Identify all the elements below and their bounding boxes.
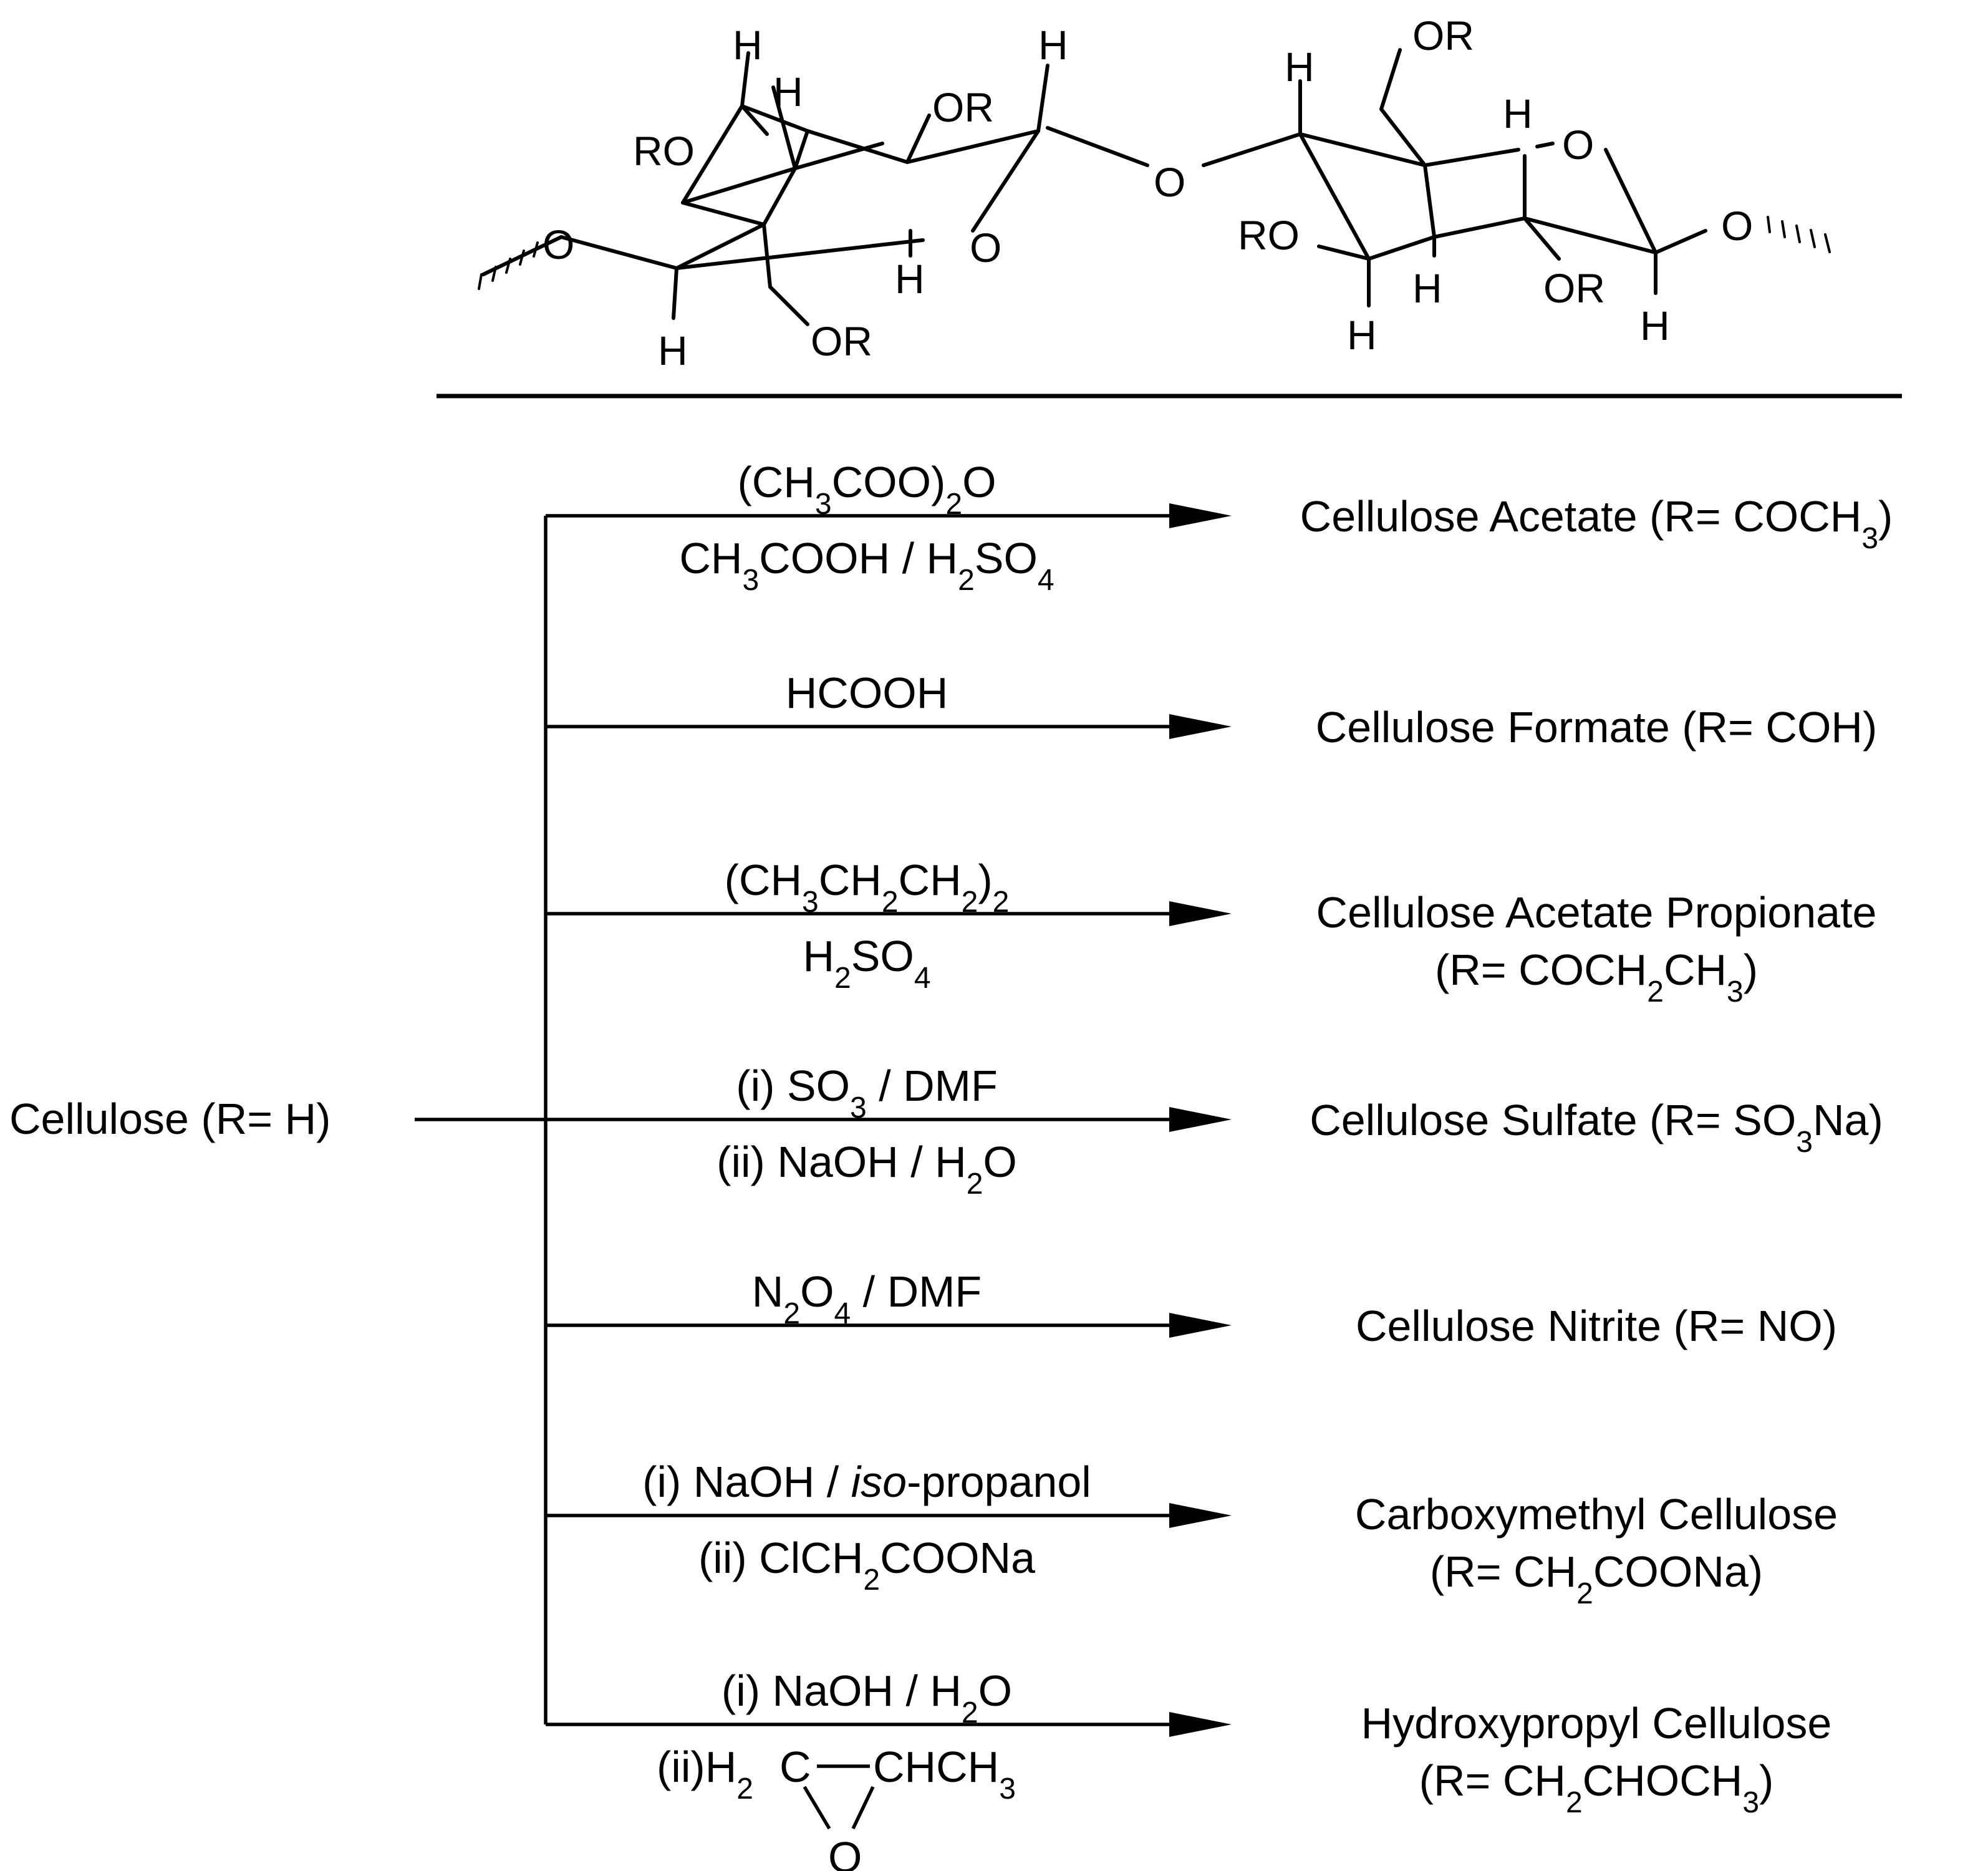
atom-label-or: OR [1543, 265, 1605, 311]
reaction-arrow-head [1169, 1313, 1232, 1338]
atom-label-or: OR [1412, 12, 1474, 59]
epoxide-co-bond [803, 1786, 831, 1830]
reaction-arrow-head [1169, 901, 1232, 926]
product-name: Carboxymethyl Cellulose [1355, 1490, 1838, 1539]
atom-label-o: O [1562, 122, 1594, 168]
reagent-above: (i) NaOH / H2O [721, 1666, 1012, 1729]
atom-label-o: O [543, 221, 574, 268]
product-name: Cellulose Acetate Propionate [1316, 888, 1877, 937]
product-name: Cellulose Acetate (R= COCH3) [1300, 492, 1893, 555]
reagent-above: (CH3CH2CH2)2 [725, 856, 1010, 919]
reaction-row: HCOOH Cellulose Formate (R= COH) [546, 669, 1877, 752]
atom-label-or: OR [811, 318, 872, 364]
atom-label-h: H [658, 327, 688, 374]
atom-label-ro: RO [633, 128, 695, 174]
product-name: Hydroxypropyl Cellulose [1361, 1699, 1832, 1748]
reaction-arrow-head [1169, 1107, 1232, 1132]
reagent-above: (i) SO3 / DMF [736, 1061, 997, 1124]
reaction-row: (i) SO3 / DMF (ii) NaOH / H2O Cellulose Su… [546, 1061, 1883, 1201]
reaction-arrow-head [1169, 503, 1232, 528]
atom-label-o: O [970, 225, 1001, 271]
hashed-bond-left [478, 241, 539, 290]
epoxide-carbon-left: C [779, 1743, 811, 1791]
atom-label-h: H [1503, 90, 1533, 137]
reagent-above: (CH3COO)2O [737, 458, 996, 521]
epoxide-prefix: (ii)H2 [657, 1743, 753, 1806]
atom-label-h: H [1640, 302, 1670, 349]
reagent-below: (ii) ClCH2COONa [698, 1534, 1035, 1597]
glycosidic-bond-right [1202, 132, 1302, 167]
hashed-bond-right [1767, 216, 1831, 253]
reagent-above: HCOOH [786, 669, 948, 717]
glucose-ring-right [1298, 48, 1707, 307]
reagent-below: (ii) NaOH / H2O [717, 1138, 1017, 1201]
atom-label-or: OR [932, 84, 994, 130]
atom-label-h: H [1347, 312, 1377, 358]
reaction-row: N2O4 / DMF Cellulose Nitrite (R= NO) [546, 1267, 1837, 1350]
product-name: (R= CH2COONa) [1430, 1547, 1763, 1610]
reagent-below: CH3COOH / H2SO4 [679, 534, 1054, 597]
epoxide-co-bond [851, 1786, 875, 1830]
reaction-arrow-head [1169, 1503, 1232, 1528]
reaction-row: (CH3COO)2O CH3COOH / H2SO4 Cellulose Aceta… [546, 458, 1893, 597]
reaction-arrow-head [1169, 1712, 1232, 1737]
atom-label-o: O [1721, 203, 1753, 249]
atom-label-h: H [1412, 265, 1442, 311]
product-name: (R= COCH2CH3) [1435, 945, 1758, 1008]
atom-label-o: O [1154, 159, 1185, 205]
atom-label-h: H [1285, 44, 1315, 90]
epoxide-carbon-right: CHCH3 [873, 1743, 1016, 1806]
atom-label-ro: RO [1238, 212, 1300, 258]
reaction-row: (i) NaOH / iso-propanol (ii) ClCH2COONa Ca… [546, 1458, 1838, 1610]
product-name: Cellulose Formate (R= COH) [1316, 703, 1878, 752]
reaction-arrow-head [1169, 714, 1232, 739]
reagent-above: (i) NaOH / iso-propanol [642, 1458, 1091, 1506]
atom-label-h: H [733, 22, 763, 68]
reagent-above: N2O4 / DMF [752, 1267, 982, 1330]
atom-label-h: H [773, 69, 803, 115]
reaction-scheme: Cellulose (R= H) (CH3COO)2O CH3COOH / H2S… [9, 458, 1893, 1871]
reagent-below: H2SO4 [803, 932, 930, 995]
cellulose-structure: H H RO OR H O O H H OR O H OR H O RO H H… [478, 12, 1831, 374]
product-name: Cellulose Sulfate (R= SO3Na) [1310, 1096, 1883, 1159]
product-name: (R= CH2CHOCH3) [1419, 1756, 1774, 1819]
glycosidic-bond-left [1046, 126, 1149, 167]
atom-label-h: H [1038, 22, 1068, 68]
glucose-ring-left [481, 51, 1049, 326]
product-name: Cellulose Nitrite (R= NO) [1356, 1302, 1837, 1350]
atom-label-h: H [895, 256, 925, 302]
start-material: Cellulose (R= H) [9, 1095, 331, 1143]
epoxide-oxygen: O [828, 1833, 862, 1871]
